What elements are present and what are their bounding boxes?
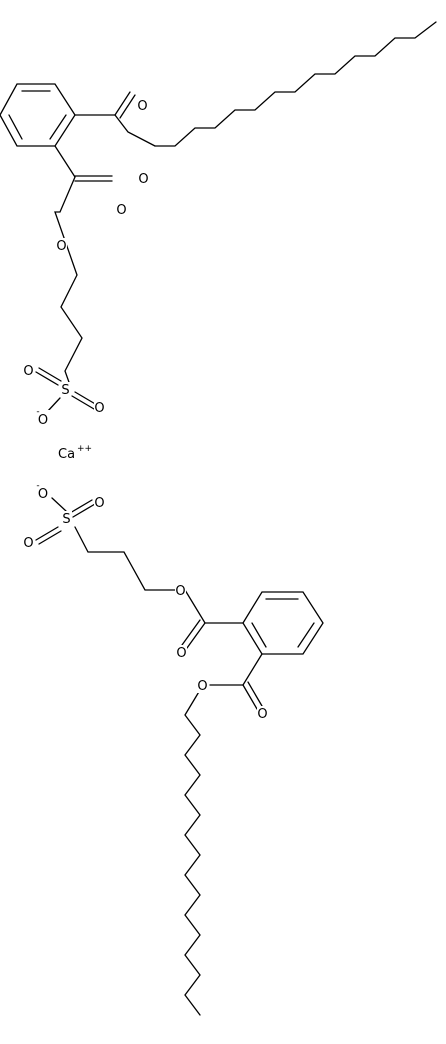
atom-labels: O O O O O S O - O xyxy=(23,98,268,722)
svg-text:++: ++ xyxy=(77,444,92,454)
bottom-ester2-carbonyl-b xyxy=(247,681,263,707)
svg-text:O: O xyxy=(23,364,33,379)
bottom-ester2-oxygen-label: O xyxy=(197,678,208,694)
svg-text:O: O xyxy=(56,239,66,254)
top-ester1-oxygen-label: O xyxy=(138,171,149,187)
bottom-ester1-carbonyl-b xyxy=(181,619,201,646)
svg-text:O: O xyxy=(197,679,207,694)
top-ester2-carbonyl-oxygen-label: O xyxy=(116,202,127,218)
svg-text:O: O xyxy=(116,203,126,218)
bottom-ester1-carbonyl-a xyxy=(186,622,206,649)
top-sulfonate-anion-oxygen-label: - O xyxy=(34,407,50,428)
svg-text:-: - xyxy=(36,481,39,491)
top-sulfonate-oxygen1-label: O xyxy=(23,363,34,379)
top-ester2-ring-bond xyxy=(54,145,76,178)
top-sulfur-label: S xyxy=(60,382,71,398)
svg-text:O: O xyxy=(175,584,185,599)
bottom-ester1-carbonyl-oxygen-label: O xyxy=(176,645,187,661)
top-propyl-linker xyxy=(54,176,83,386)
svg-text:O: O xyxy=(38,487,48,502)
svg-text:O: O xyxy=(257,707,267,722)
svg-text:O: O xyxy=(23,536,33,551)
bottom-ester2-ring-bond xyxy=(242,653,263,686)
svg-text:O: O xyxy=(138,172,148,187)
bottom-sulfonate-anion-oxygen-label: - O xyxy=(34,481,50,502)
bottom-sulfonate-o1-b xyxy=(38,530,62,545)
bottom-molecule xyxy=(35,497,324,1016)
bottom-sulfur-label: S xyxy=(61,511,72,527)
svg-text:Ca: Ca xyxy=(58,447,75,462)
top-sulfonate-oxygen2-label: O xyxy=(94,400,105,416)
top-ester1-carbonyl-b xyxy=(119,94,136,119)
calcium-ion-label: Ca ++ xyxy=(58,444,92,462)
top-benzene-ring xyxy=(0,83,76,147)
bottom-sulfonate-oxygen2-label: O xyxy=(94,495,105,511)
bottom-decyl-chain xyxy=(184,689,201,1016)
top-ester2-oxygen-label: O xyxy=(56,238,67,254)
bottom-ester2-carbonyl-oxygen-label: O xyxy=(257,706,268,722)
svg-text:O: O xyxy=(137,99,147,114)
bottom-sulfonate-o1-a xyxy=(35,526,59,541)
svg-text:-: - xyxy=(36,407,39,417)
bottom-benzene-ring xyxy=(242,591,324,655)
bottom-sulfonate-oxygen1-label: O xyxy=(23,535,34,551)
svg-text:O: O xyxy=(94,496,104,511)
top-sulfonate-o2-a xyxy=(71,395,95,410)
top-sulfonate-o1-b xyxy=(38,367,62,382)
bottom-sulfonate-o3 xyxy=(51,497,67,512)
bottom-propyl-linker xyxy=(74,526,176,591)
top-ester1-carbonyl-a xyxy=(114,91,131,116)
svg-text:S: S xyxy=(61,383,69,398)
svg-text:O: O xyxy=(94,401,104,416)
svg-text:S: S xyxy=(62,512,70,527)
bottom-sulfonate-o2-a xyxy=(69,499,93,514)
top-sulfonate-o3 xyxy=(46,397,61,413)
top-ester1-carbonyl-oxygen-label: O xyxy=(137,98,148,114)
bottom-sulfonate-o2-b xyxy=(72,503,96,518)
top-benzene-inner-bonds xyxy=(8,90,67,140)
top-molecule xyxy=(0,21,437,413)
bottom-benzene-inner-bonds xyxy=(251,598,315,648)
svg-text:O: O xyxy=(38,413,48,428)
top-ester1-oxygen-bonds xyxy=(114,114,156,147)
bottom-ester1-oxygen-label: O xyxy=(175,583,186,599)
bottom-ester1-oxygen-bonds xyxy=(184,589,244,624)
svg-text:O: O xyxy=(176,646,186,661)
top-decyl-chain xyxy=(154,21,437,147)
bottom-ester2-carbonyl-a xyxy=(242,684,258,710)
top-sulfonate-o2-b xyxy=(74,391,98,406)
top-sulfonate-o1-a xyxy=(35,371,59,386)
